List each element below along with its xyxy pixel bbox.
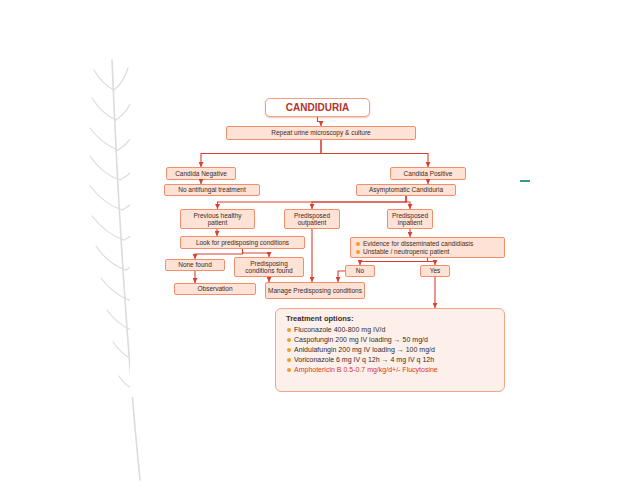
result-box: Candida Negative	[166, 167, 236, 180]
flow-arrow	[268, 277, 269, 282]
treatment-box: Treatment options:Fluconazole 400-800 mg…	[275, 308, 505, 392]
flow-arrow	[216, 229, 217, 236]
box-label: CANDIDURIA	[286, 102, 349, 114]
flow-arrow	[360, 258, 428, 265]
result-box: Candida Positive	[390, 167, 466, 180]
list-item: Voriconazole 6 mg IV q 12h → 4 mg IV q 1…	[286, 355, 434, 365]
action-box: Manage Predisposing conditions	[265, 282, 365, 299]
process-box: Look for predisposing conditions	[180, 236, 305, 249]
patient-box: Predisposed inpatient	[387, 209, 433, 229]
flow-arrow	[201, 140, 321, 167]
box-label: None found	[178, 261, 212, 269]
list-item: Caspofungin 200 mg IV loading → 50 mg/d	[286, 335, 428, 345]
list-item: Fluconazole 400-800 mg IV/d	[286, 325, 385, 335]
result-box: None found	[165, 259, 225, 271]
title-box: CANDIDURIA	[265, 98, 370, 117]
flow-arrow	[243, 249, 270, 257]
flow-arrow	[406, 196, 410, 209]
box-label: Observation	[197, 285, 232, 293]
flow-arrow	[194, 271, 195, 283]
flow-arrow	[311, 229, 312, 282]
result-box: Predisposing conditions found	[234, 257, 304, 277]
flow-arrow	[200, 180, 201, 184]
flow-arrow	[427, 180, 428, 184]
flow-arrow	[312, 196, 406, 209]
outcome-box: No antifungal treatment	[164, 184, 260, 196]
criteria-box: Evidence for disseminated candidiasisUns…	[350, 237, 505, 258]
answer-box: Yes	[420, 265, 450, 277]
box-label: Look for predisposing conditions	[196, 239, 289, 247]
box-label: Asymptomatic Candiduria	[369, 186, 443, 194]
patient-box: Previous healthy patient	[180, 209, 255, 229]
flow-arrow	[338, 271, 345, 282]
action-box: Observation	[174, 283, 256, 295]
patient-box: Predisposed outpatient	[284, 209, 340, 229]
flow-arrow	[434, 277, 435, 308]
category-box: Asymptomatic Candiduria	[356, 184, 456, 196]
box-label: Candida Positive	[404, 170, 453, 178]
box-label: Yes	[430, 267, 441, 275]
box-label: Candida Negative	[175, 170, 227, 178]
box-label: No	[356, 267, 364, 275]
box-label: Predisposed outpatient	[287, 212, 337, 227]
flow-arrow	[318, 117, 322, 126]
box-label: No antifungal treatment	[178, 186, 246, 194]
box-label: Repeat urine microscopy & culture	[271, 129, 370, 137]
process-box: Repeat urine microscopy & culture	[226, 126, 416, 140]
list-item: Anidulafungin 200 mg IV loading → 100 mg…	[286, 345, 435, 355]
box-label: Predisposing conditions found	[237, 260, 301, 275]
flow-arrow	[321, 140, 428, 167]
box-label: Previous healthy patient	[183, 212, 252, 227]
list-item: Amphotericin B 0.5-0.7 mg/kg/d+/- Flucyt…	[286, 365, 438, 375]
list-item: Evidence for disseminated candidiasis	[355, 240, 473, 248]
flow-arrow	[195, 249, 243, 259]
box-heading: Treatment options:	[286, 314, 354, 324]
box-label: Manage Predisposing conditions	[268, 287, 362, 295]
flow-arrow	[218, 196, 407, 209]
box-label: Predisposed inpatient	[390, 212, 430, 227]
list-item: Unstable / neutropenic patient	[355, 248, 449, 256]
flow-arrow	[428, 258, 436, 265]
flow-arrow	[409, 229, 410, 237]
answer-box: No	[345, 265, 375, 277]
